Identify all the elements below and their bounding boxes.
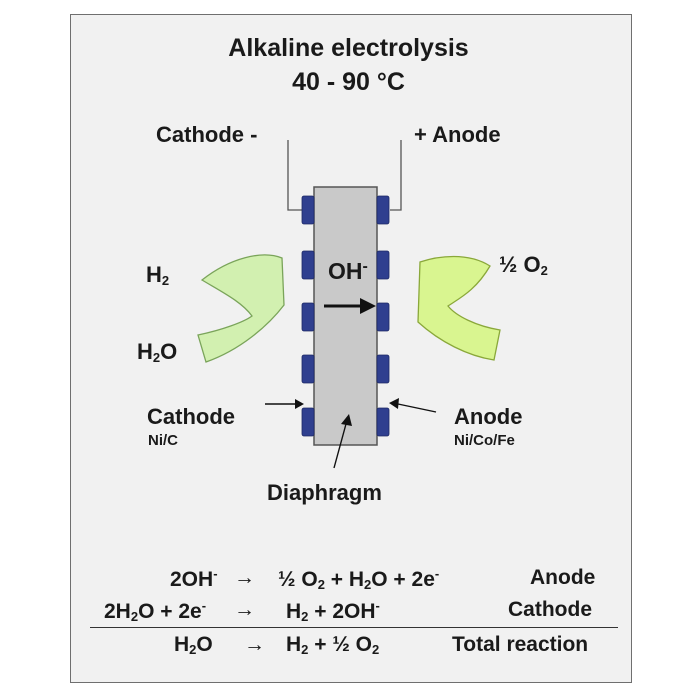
cathode-plates [301,195,315,437]
ion-arrowhead [360,298,376,314]
diaphragm-pointer [333,423,347,469]
oxygen-flow-band [417,255,501,361]
total-reaction-name: Total reaction [452,633,589,656]
anode-reaction-name: Anode [530,566,596,589]
anode-material-label: Ni/Co/Fe [454,432,515,449]
anode-plates [376,195,390,437]
diaphragm-label: Diaphragm [267,480,382,505]
anode-pointer-head [389,398,399,409]
cathode-electrode-label: Cathode [147,404,235,429]
anode-terminal-label: + Anode [414,122,501,147]
total-divider [90,627,618,628]
anode-electrode-label: Anode [454,404,523,429]
anode-reaction-rhs: ½ O2 + H2O + 2e- [278,566,440,592]
oxygen-label: ½ O2 [499,252,548,278]
anode-pointer [397,403,437,413]
cathode-reaction-rhs: H2 + 2OH- [286,598,380,624]
cathode-terminal-label: Cathode - [156,122,258,147]
cathode-wire [287,140,302,211]
cathode-material-label: Ni/C [148,432,178,449]
cathode-reaction-arrow: → [234,598,255,621]
hydroxide-ion-label: OH- [328,258,368,284]
hydrogen-flow-band [197,254,285,363]
hydrogen-label: H2 [146,262,170,288]
total-reaction-rhs: H2 + ½ O2 [286,633,380,657]
diagram-title: Alkaline electrolysis [228,34,469,62]
cathode-reaction-name: Cathode [508,598,592,621]
anode-reaction-lhs: 2OH- [170,566,218,591]
cathode-reaction-lhs: 2H2O + 2e- [104,598,207,624]
cathode-pointer-head [295,399,304,409]
water-label: H2O [137,339,178,365]
diaphragm-block [313,186,378,446]
anode-reaction-arrow: → [234,566,255,589]
total-reaction-lhs: H2O [174,633,213,657]
temperature-range: 40 - 90 °C [292,68,405,96]
anode-wire [390,140,402,211]
total-reaction-arrow: → [244,633,265,656]
diaphragm-pointer-head [341,414,352,426]
